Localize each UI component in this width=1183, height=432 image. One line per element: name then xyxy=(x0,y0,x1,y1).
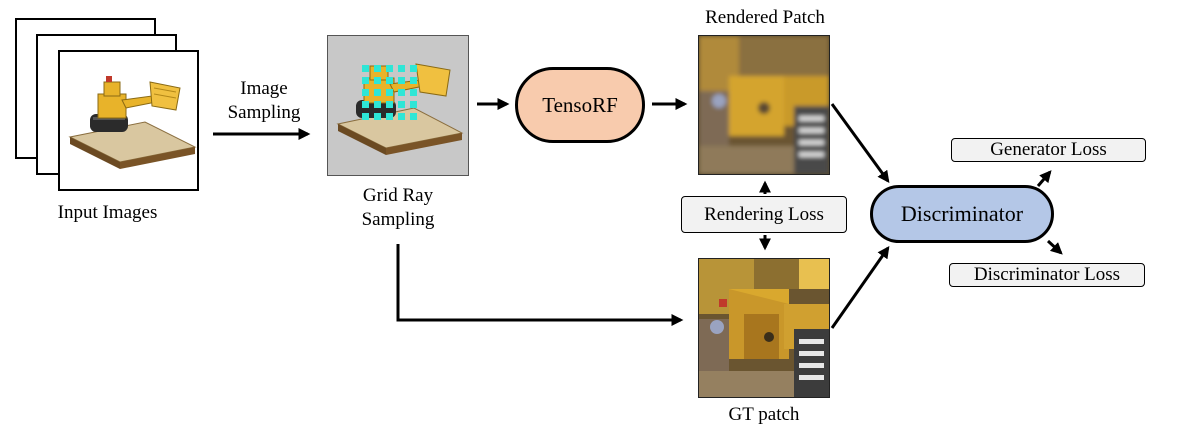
discriminator-node: Discriminator xyxy=(870,185,1054,243)
ray-grid xyxy=(362,65,417,120)
rendering-loss-box: Rendering Loss xyxy=(681,196,847,233)
gt-patch-image xyxy=(698,258,830,398)
rendered-patch-image xyxy=(698,35,830,175)
rendered-patch-label: Rendered Patch xyxy=(705,7,825,28)
arrow-rendered-to-discriminator xyxy=(830,103,890,183)
discriminator-loss-box: Discriminator Loss xyxy=(949,263,1145,287)
arrow-to-discriminator-loss xyxy=(1046,239,1063,255)
arrow-to-gt-patch xyxy=(396,244,684,326)
lego-bulldozer-image xyxy=(68,76,197,169)
discriminator-label: Discriminator xyxy=(900,201,1024,226)
rendering-loss-label: Rendering Loss xyxy=(704,203,824,225)
arrow-gt-to-discriminator xyxy=(830,246,890,329)
gt-patch-label: GT patch xyxy=(728,404,800,425)
input-image-front xyxy=(58,50,199,191)
generator-loss-box: Generator Loss xyxy=(951,138,1146,162)
image-sampling-label-line1: Image xyxy=(240,78,288,99)
image-sampling-label-line2: Sampling xyxy=(227,102,301,123)
grid-ray-label-line2: Sampling xyxy=(361,209,435,230)
generator-loss-label: Generator Loss xyxy=(990,139,1107,160)
tensorf-node: TensoRF xyxy=(515,67,645,143)
grid-sampling-image xyxy=(327,35,469,176)
tensorf-label: TensoRF xyxy=(542,92,618,117)
arrow-to-generator-loss xyxy=(1036,170,1052,187)
discriminator-loss-label: Discriminator Loss xyxy=(973,264,1121,285)
grid-ray-label-line1: Grid Ray xyxy=(362,185,434,206)
input-images-label: Input Images xyxy=(57,202,158,223)
